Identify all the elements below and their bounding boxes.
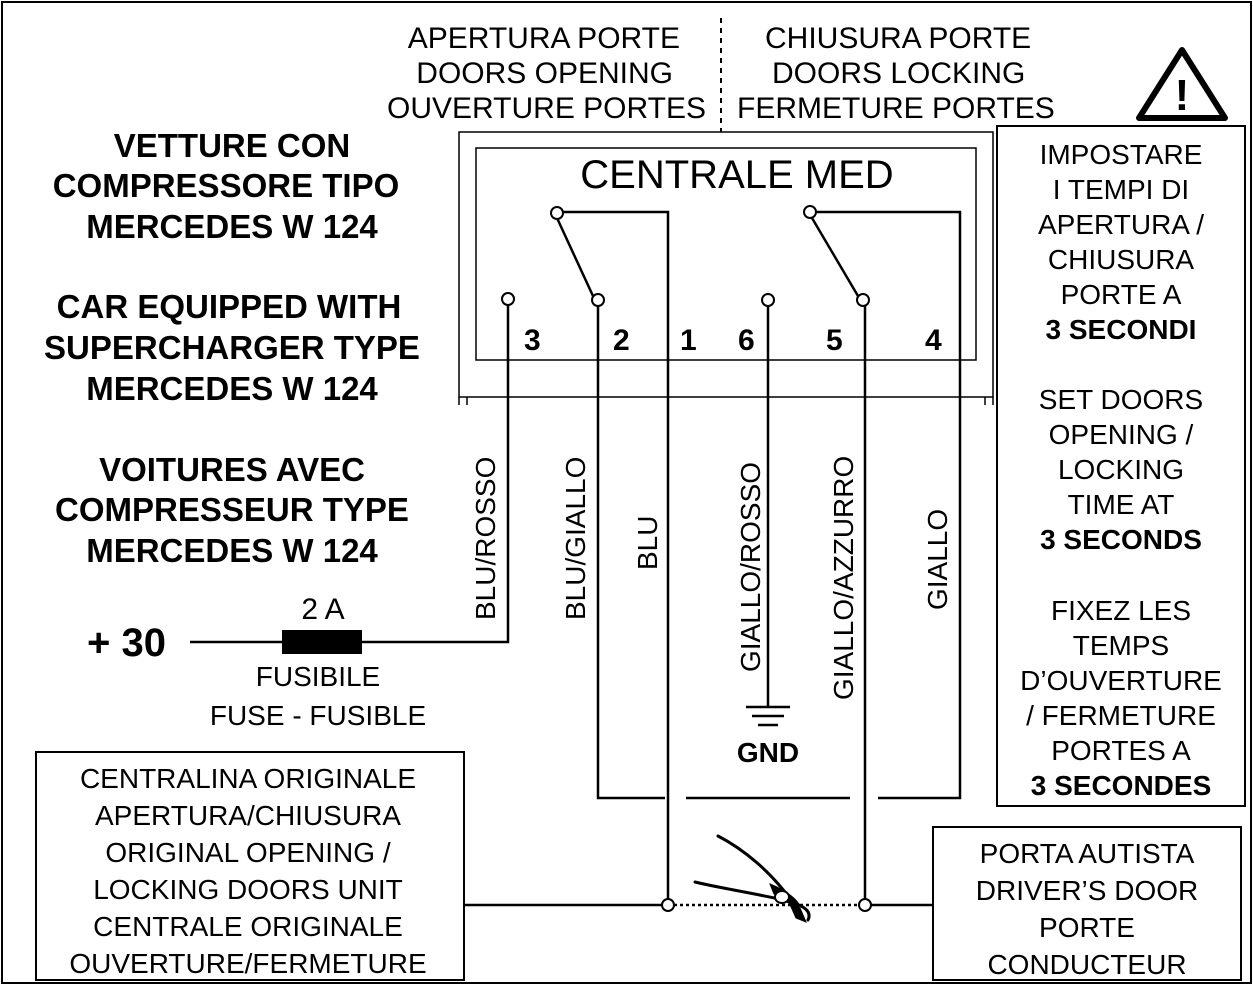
- header-locking-en: DOORS LOCKING: [772, 57, 1025, 90]
- driver-door-line-2: DRIVER’S DOOR: [976, 875, 1198, 906]
- module-title: CENTRALE MED: [580, 153, 893, 197]
- vehicle-notes: VETTURE CON COMPRESSORE TIPO MERCEDES W …: [44, 127, 420, 569]
- warning-line-14: D’OUVERTURE: [1020, 665, 1222, 696]
- terminal-2: 2: [613, 324, 630, 357]
- original-unit-line-5: CENTRALE ORIGINALE: [93, 911, 403, 942]
- warning-line-10: TIME AT: [1068, 489, 1175, 520]
- warning-line-12: FIXEZ LES: [1051, 595, 1191, 626]
- warning-line-3: APERTURA /: [1038, 209, 1204, 240]
- terminal-4: 4: [925, 324, 942, 357]
- warning-line-17: 3 SECONDES: [1031, 770, 1212, 801]
- warning-box: [996, 125, 1246, 807]
- wire-terminal-2: [596, 303, 665, 800]
- terminal-6-contact: [761, 293, 775, 307]
- warning-text: IMPOSTARE I TEMPI DI APERTURA / CHIUSURA…: [1020, 139, 1222, 801]
- original-unit-line-4: LOCKING DOORS UNIT: [93, 874, 403, 905]
- warning-line-8: OPENING /: [1049, 419, 1194, 450]
- original-unit-box: [35, 751, 465, 981]
- vehicle-note-it-2: COMPRESSORE TIPO: [53, 167, 400, 204]
- fuse-label-en-fr: FUSE - FUSIBLE: [210, 700, 426, 731]
- original-unit-line-3: ORIGINAL OPENING /: [105, 837, 390, 868]
- terminal-3-contact: [501, 292, 515, 306]
- splice-point-1: [661, 898, 675, 912]
- original-unit-text: CENTRALINA ORIGINALE APERTURA/CHIUSURA O…: [69, 763, 426, 979]
- terminal-5: 5: [826, 324, 843, 357]
- relay-opening-contact: [591, 293, 605, 307]
- original-unit-line-6: OUVERTURE/FERMETURE: [69, 948, 426, 979]
- warning-line-7: SET DOORS: [1039, 384, 1203, 415]
- wire-label-giallo-azzurro: GIALLO/AZZURRO: [828, 456, 859, 700]
- driver-door-line-1: PORTA AUTISTA: [980, 838, 1195, 869]
- relay-opening-switch: [555, 217, 595, 297]
- wire-terminal-4: [815, 210, 962, 800]
- wire-terminal-1: [562, 210, 670, 905]
- warning-line-4: CHIUSURA: [1048, 244, 1195, 275]
- wire-label-blu: BLU: [632, 516, 663, 570]
- vehicle-note-fr-1: VOITURES AVEC: [99, 451, 365, 488]
- warning-line-16: PORTES A: [1051, 735, 1191, 766]
- header-opening-fr: OUVERTURE PORTES: [387, 92, 706, 125]
- header-opening: APERTURA PORTE DOORS OPENING OUVERTURE P…: [387, 22, 706, 125]
- wire-label-giallo-rosso: GIALLO/ROSSO: [735, 462, 766, 672]
- relay-locking-switch: [810, 217, 860, 297]
- header-opening-en: DOORS OPENING: [416, 57, 673, 90]
- wire-label-giallo: GIALLO: [922, 509, 953, 610]
- fuse-icon: [282, 630, 362, 654]
- original-unit-line-1: CENTRALINA ORIGINALE: [80, 763, 416, 794]
- wire-label-blu-rosso: BLU/ROSSO: [470, 457, 501, 620]
- warning-symbol: !: [1175, 71, 1190, 120]
- header-locking: CHIUSURA PORTE DOORS LOCKING FERMETURE P…: [737, 22, 1055, 125]
- ground-label: GND: [737, 737, 799, 768]
- terminal-1: 1: [680, 324, 697, 357]
- original-unit-line-2: APERTURA/CHIUSURA: [95, 800, 401, 831]
- cutting-pliers-icon: [693, 834, 811, 923]
- warning-line-15: / FERMETURE: [1026, 700, 1216, 731]
- terminal-6: 6: [738, 324, 755, 357]
- warning-line-9: LOCKING: [1058, 454, 1184, 485]
- warning-line-1: IMPOSTARE: [1040, 139, 1203, 170]
- vehicle-note-en-2: SUPERCHARGER TYPE: [44, 329, 420, 366]
- relay-locking-common-contact: [803, 205, 817, 219]
- warning-icon: !: [1136, 47, 1228, 121]
- terminal-3: 3: [524, 324, 541, 357]
- warning-line-2: I TEMPI DI: [1053, 174, 1189, 205]
- ground-icon: [746, 705, 790, 727]
- vehicle-note-it-1: VETTURE CON: [114, 127, 351, 164]
- header-locking-it: CHIUSURA PORTE: [765, 22, 1031, 55]
- terminal-labels: 3 2 1 6 5 4: [524, 324, 942, 357]
- splice-point-2: [858, 898, 872, 912]
- vehicle-note-en-1: CAR EQUIPPED WITH: [57, 288, 402, 325]
- relay-opening-common-contact: [550, 206, 564, 220]
- supply-label: + 30: [87, 621, 166, 665]
- driver-door-box: [932, 826, 1242, 981]
- relay-locking: [686, 210, 962, 900]
- header-locking-fr: FERMETURE PORTES: [737, 92, 1055, 125]
- warning-line-11: 3 SECONDS: [1040, 524, 1202, 555]
- vehicle-note-it-3: MERCEDES W 124: [86, 208, 378, 245]
- warning-line-6: 3 SECONDI: [1046, 314, 1197, 345]
- driver-door-line-4: CONDUCTEUR: [987, 949, 1186, 980]
- driver-door-line-3: PORTE: [1039, 912, 1135, 943]
- fuse-rating: 2 A: [301, 593, 344, 626]
- wire-labels: BLU/ROSSO BLU/GIALLO BLU GIALLO/ROSSO GI…: [470, 456, 953, 700]
- relay-locking-contact: [856, 293, 870, 307]
- vehicle-note-fr-3: MERCEDES W 124: [86, 532, 378, 569]
- fuse-label-it: FUSIBILE: [256, 661, 380, 692]
- warning-line-5: PORTE A: [1061, 279, 1182, 310]
- relay-opening: [555, 210, 670, 905]
- driver-door-text: PORTA AUTISTA DRIVER’S DOOR PORTE CONDUC…: [976, 838, 1198, 980]
- centrale-med-module: CENTRALE MED: [458, 131, 994, 405]
- header-opening-it: APERTURA PORTE: [408, 22, 680, 55]
- wire-label-blu-giallo: BLU/GIALLO: [560, 457, 591, 620]
- vehicle-note-en-3: MERCEDES W 124: [86, 370, 378, 407]
- wire-terminal-3: [362, 305, 510, 644]
- vehicle-note-fr-2: COMPRESSEUR TYPE: [55, 491, 409, 528]
- warning-line-13: TEMPS: [1073, 630, 1169, 661]
